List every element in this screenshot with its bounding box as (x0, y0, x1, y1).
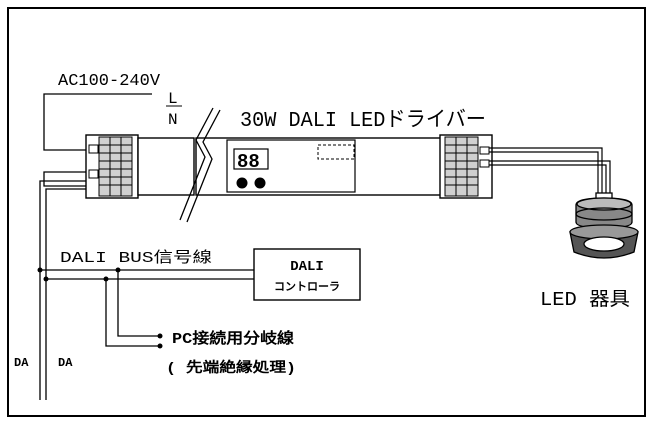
diagram-frame (7, 7, 646, 417)
dali-bus-wires (40, 269, 254, 347)
junction-dots (37, 267, 163, 349)
led-fixture (569, 192, 639, 259)
line-n-label: N (168, 111, 178, 129)
da-left-label: DA (14, 356, 29, 370)
da-right-label: DA (58, 356, 73, 370)
ac-input-label: AC100-240V (58, 72, 161, 91)
driver-title: 30W DALI LEDドライバー (240, 109, 486, 133)
label-area-dashed (317, 144, 355, 160)
line-l-label: L (168, 90, 178, 108)
break-mark (179, 107, 221, 223)
led-driver: 88 (85, 107, 493, 223)
input-terminal-block (98, 136, 133, 197)
pc-branch-label: PC接続用分岐線 (172, 329, 294, 348)
led-fixture-label: LED 器具 (540, 289, 630, 311)
button-dot (254, 177, 266, 189)
button-dot (236, 177, 248, 189)
display-digits: 88 (237, 151, 260, 173)
dali-bus-label: DALI BUS信号線 (60, 249, 212, 267)
output-wires (489, 147, 611, 198)
dali-controller (253, 248, 361, 301)
controller-label-2: コントローラ (274, 280, 340, 294)
ac-input-wires (39, 93, 152, 400)
insulation-note: ( 先端絶縁処理) (166, 359, 296, 377)
controller-label-1: DALI (290, 259, 324, 275)
output-terminal-block (444, 136, 479, 197)
